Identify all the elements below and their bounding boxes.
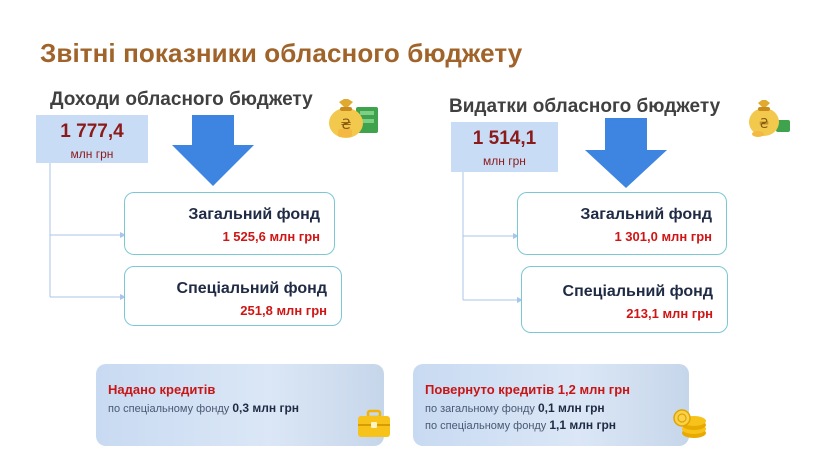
income-total-value: 1 777,4: [60, 121, 124, 142]
income-total-box: 1 777,4 млн грн: [36, 115, 148, 163]
credits-returned-box: Повернуто кредитів 1,2 млн грн по загаль…: [413, 364, 689, 446]
expense-general-fund-amount: 1 301,0 млн грн: [614, 229, 712, 244]
svg-text:₴: ₴: [759, 117, 769, 132]
income-general-fund-name: Загальний фонд: [188, 206, 320, 223]
expense-connector-tip: [513, 233, 519, 239]
briefcase-icon: [357, 409, 391, 439]
page-title: Звітні показники обласного бюджету: [40, 38, 523, 68]
expense-total-unit: млн грн: [483, 154, 526, 168]
expense-down-arrow-icon: [585, 118, 667, 188]
income-general-fund-amount: 1 525,6 млн грн: [222, 229, 320, 244]
credits-returned-line-1-value: 0,1 млн грн: [538, 401, 605, 415]
expense-total-value: 1 514,1: [472, 128, 537, 149]
expense-connector-lines: [462, 172, 521, 301]
income-total-unit: млн грн: [70, 147, 114, 161]
income-special-fund-name: Спеціальний фонд: [176, 280, 327, 297]
credits-given-box: Надано кредитів по спеціальному фонду 0,…: [96, 364, 384, 446]
expense-general-fund-name: Загальний фонд: [580, 206, 712, 223]
income-heading: Доходи обласного бюджету: [50, 89, 313, 110]
credits-returned-line-2-value: 1,1 млн грн: [549, 418, 617, 432]
money-bag-icon: ₴: [326, 85, 384, 141]
credits-returned-line-2: по спеціальному фонду 1,1 млн грн: [425, 418, 689, 432]
coins-icon: [672, 408, 708, 440]
money-bag-icon: ₴: [744, 90, 794, 140]
credits-given-line-value: 0,3 млн грн: [232, 401, 300, 415]
credits-returned-line-2-text: по спеціальному фонду: [425, 420, 547, 432]
credits-given-line: по спеціальному фонду 0,3 млн грн: [108, 401, 384, 415]
credits-given-heading: Надано кредитів: [108, 382, 216, 397]
expense-heading: Видатки обласного бюджету: [449, 96, 721, 117]
income-down-arrow-icon: [172, 115, 254, 186]
income-connector-tip: [120, 232, 126, 238]
expense-total-box: 1 514,1 млн грн: [451, 122, 558, 172]
credits-returned-line-1-text: по загальному фонду: [425, 403, 535, 415]
expense-special-fund-box: Спеціальний фонд 213,1 млн грн: [521, 266, 728, 333]
income-connector-lines: [49, 163, 124, 298]
credits-returned-line-1: по загальному фонду 0,1 млн грн: [425, 401, 689, 415]
credits-returned-heading: Повернуто кредитів 1,2 млн грн: [425, 382, 630, 397]
expense-general-fund-box: Загальний фонд 1 301,0 млн грн: [517, 192, 727, 255]
income-general-fund-box: Загальний фонд 1 525,6 млн грн: [124, 192, 335, 255]
income-connector-tip: [120, 294, 126, 300]
svg-text:₴: ₴: [341, 117, 352, 133]
expense-connector-tip: [517, 297, 523, 303]
income-special-fund-amount: 251,8 млн грн: [240, 303, 327, 318]
income-special-fund-box: Спеціальний фонд 251,8 млн грн: [124, 266, 342, 326]
expense-special-fund-amount: 213,1 млн грн: [626, 306, 713, 321]
credits-given-line-text: по спеціальному фонду: [108, 403, 230, 415]
expense-special-fund-name: Спеціальний фонд: [562, 283, 713, 300]
